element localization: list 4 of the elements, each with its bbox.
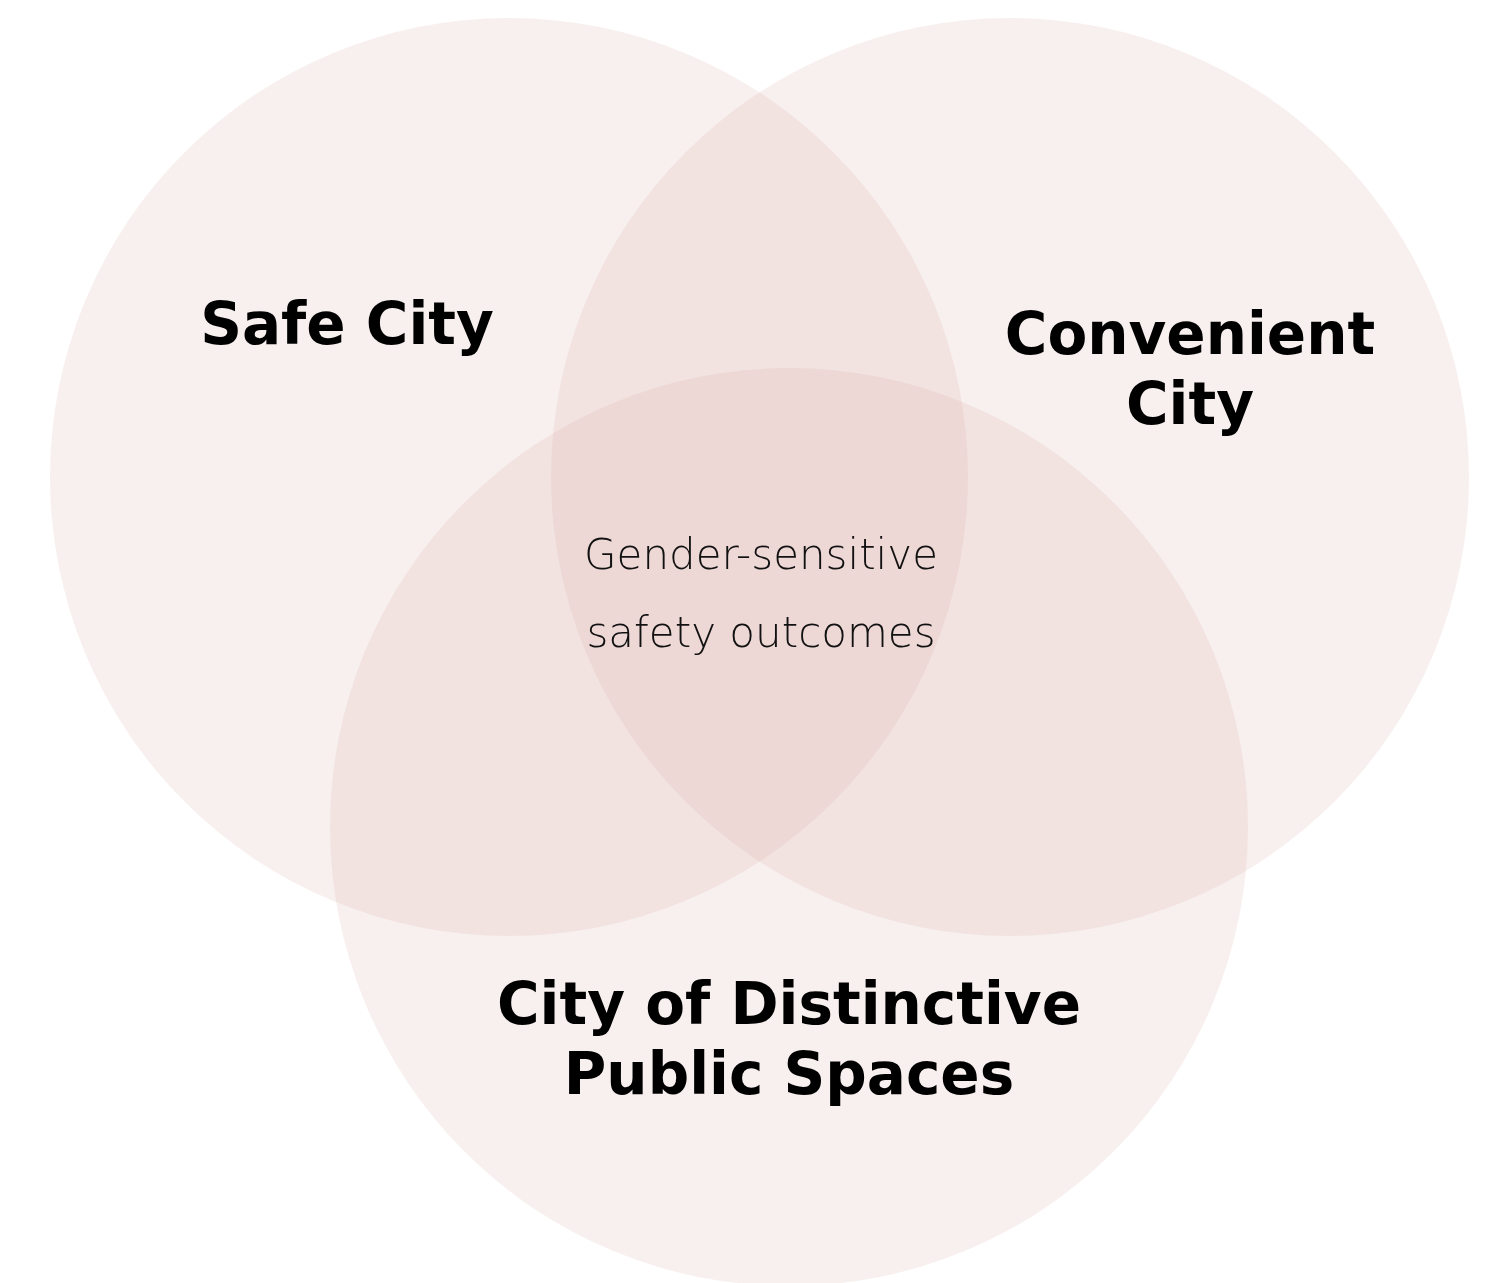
intersection-label: Gender-sensitive safety outcomes [583,529,939,659]
set-title: Safe City [199,290,495,360]
set-title: Convenient City [1003,300,1377,440]
set-title: City of Distinctive Public Spaces [496,970,1082,1110]
